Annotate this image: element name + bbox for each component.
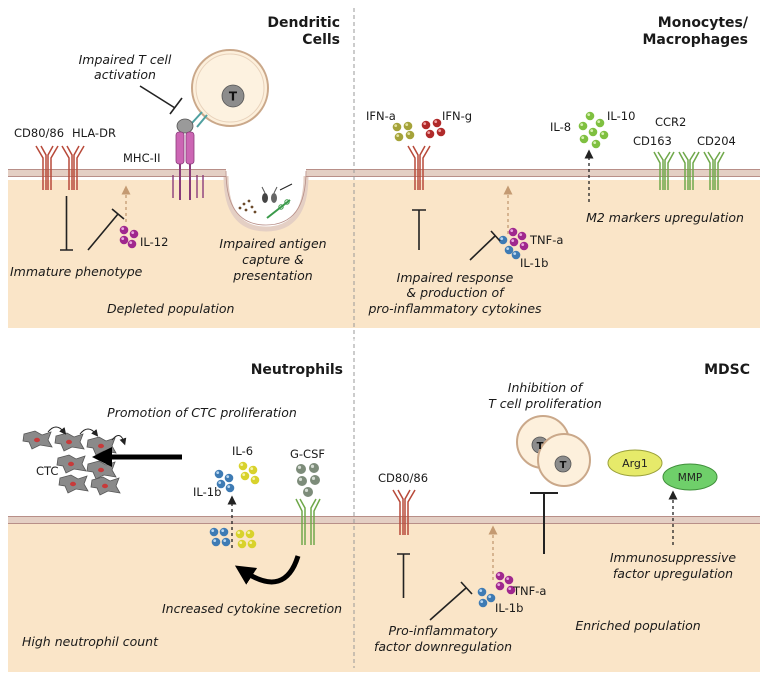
il10-label: IL-10 bbox=[607, 109, 635, 123]
mdsc-panel: MDSC Inhibition of T cell proliferation … bbox=[374, 362, 750, 654]
il6-label: IL-6 bbox=[232, 444, 253, 458]
ifn-inhibition bbox=[412, 209, 426, 250]
mmp-label: MMP bbox=[678, 472, 702, 484]
antigen-line2: capture & bbox=[242, 252, 304, 267]
dc-title-line2: Cells bbox=[302, 32, 340, 48]
immature-phenotype: Immature phenotype bbox=[10, 264, 143, 279]
proinf-line1: Pro-inflammatory bbox=[388, 623, 498, 638]
dc-title-line1: Dendritic bbox=[267, 15, 340, 31]
antigen-particles bbox=[238, 183, 293, 219]
ifn-g-label: IFN-g bbox=[442, 109, 472, 123]
mhc-ii-label: MHC-II bbox=[123, 151, 161, 165]
mdsc-title: MDSC bbox=[704, 362, 750, 378]
il8-label: IL-8 bbox=[550, 120, 571, 134]
mhc-ii-receptor bbox=[172, 118, 204, 200]
inhibition-line2: T cell proliferation bbox=[488, 396, 602, 411]
mdsc-cd80-receptor bbox=[392, 489, 416, 535]
ifn-a-label: IFN-a bbox=[366, 109, 396, 123]
impaired-tcell-line1: Impaired T cell bbox=[79, 52, 172, 67]
mono-impaired-line3: pro-inflammatory cytokines bbox=[367, 301, 542, 316]
gcsf-receptor bbox=[295, 498, 321, 545]
il12-inhibition bbox=[87, 208, 125, 251]
mono-title-line2: Macrophages bbox=[643, 32, 749, 48]
mdsc-cd80-inhibition bbox=[397, 553, 410, 598]
neutrophils-title: Neutrophils bbox=[251, 362, 343, 378]
proinf-line2: factor downregulation bbox=[374, 639, 512, 654]
antigen-line1: Impaired antigen bbox=[219, 236, 326, 251]
mono-impaired-line1: Impaired response bbox=[397, 270, 514, 285]
tcr bbox=[191, 111, 208, 128]
immuno-line2: factor upregulation bbox=[613, 566, 733, 581]
il6-cytokine-top bbox=[238, 461, 260, 485]
ifn-receptor bbox=[407, 145, 431, 190]
mono-title-line1: Monocytes/ bbox=[658, 15, 749, 31]
high-neutrophil-count: High neutrophil count bbox=[22, 634, 159, 649]
cell-body-top bbox=[8, 169, 760, 328]
ctc-label: CTC bbox=[36, 464, 58, 478]
arg1-factor bbox=[607, 449, 663, 477]
tcell-inhibition bbox=[139, 85, 183, 115]
arg1-label: Arg1 bbox=[622, 457, 648, 470]
dc-cd80-receptor bbox=[35, 145, 59, 190]
il8-il10-cytokines bbox=[578, 111, 609, 149]
m2-markers-text: M2 markers upregulation bbox=[586, 210, 744, 225]
ctc-cells bbox=[22, 430, 121, 496]
antigen-line3: presentation bbox=[232, 268, 312, 283]
cd204-label: CD204 bbox=[697, 134, 736, 148]
depleted-population: Depleted population bbox=[107, 301, 235, 316]
enriched-population: Enriched population bbox=[575, 618, 700, 633]
mdsc-t-cells bbox=[516, 415, 591, 487]
mdsc-t-letter-2: T bbox=[560, 460, 567, 471]
immuno-line1: Immunosuppressive bbox=[610, 550, 737, 565]
mdsc-tnf-inhibition bbox=[429, 581, 473, 621]
t-prolif-inhibition bbox=[530, 492, 558, 554]
mono-impaired-line2: & production of bbox=[406, 285, 505, 300]
dc-receptor-inhibition bbox=[60, 196, 73, 251]
dc-cd80-label: CD80/86 bbox=[14, 126, 64, 140]
mono-il1b-label: IL-1b bbox=[520, 256, 548, 270]
dc-hladr-label: HLA-DR bbox=[72, 126, 116, 140]
t-cell: T bbox=[191, 49, 269, 127]
mdsc-tnf-label: TNF-a bbox=[512, 584, 546, 598]
mono-tnf-label: TNF-a bbox=[529, 233, 563, 247]
impaired-tcell-line2: activation bbox=[94, 67, 156, 82]
mdsc-cd80-label: CD80/86 bbox=[378, 471, 428, 485]
il12-label: IL-12 bbox=[140, 235, 168, 249]
cell-body-bottom bbox=[8, 516, 760, 672]
t-cell-letter: T bbox=[229, 90, 238, 104]
mdsc-il1b-label: IL-1b bbox=[495, 601, 523, 615]
ctc-proliferation-arrows bbox=[47, 426, 127, 446]
gcsf-label: G-CSF bbox=[290, 447, 325, 461]
ctc-promotion-text: Promotion of CTC proliferation bbox=[107, 405, 297, 420]
inhibition-line1: Inhibition of bbox=[508, 380, 584, 395]
ccr2-label: CCR2 bbox=[655, 115, 686, 129]
tnf-inhibition bbox=[469, 230, 501, 261]
neut-il1b-label: IL-1b bbox=[193, 485, 221, 499]
dendritic-cells-panel: Dendritic Cells T Impaired T cell activa… bbox=[10, 15, 340, 316]
m2-receptors bbox=[653, 151, 725, 190]
curved-signal-arrow bbox=[234, 555, 301, 585]
monocytes-panel: Monocytes/ Macrophages IFN-a IFN-g IL-8 … bbox=[366, 15, 749, 316]
neutrophils-panel: Neutrophils Promotion of CTC proliferati… bbox=[22, 362, 343, 649]
ifn-a-cytokine bbox=[392, 121, 415, 142]
gcsf-cytokine bbox=[296, 463, 320, 497]
mdsc-t-letter-1: T bbox=[537, 441, 544, 452]
increased-secretion-text: Increased cytokine secretion bbox=[162, 601, 342, 616]
dc-hladr-receptor bbox=[61, 145, 85, 190]
mmp-factor bbox=[662, 463, 718, 491]
cd163-label: CD163 bbox=[633, 134, 672, 148]
